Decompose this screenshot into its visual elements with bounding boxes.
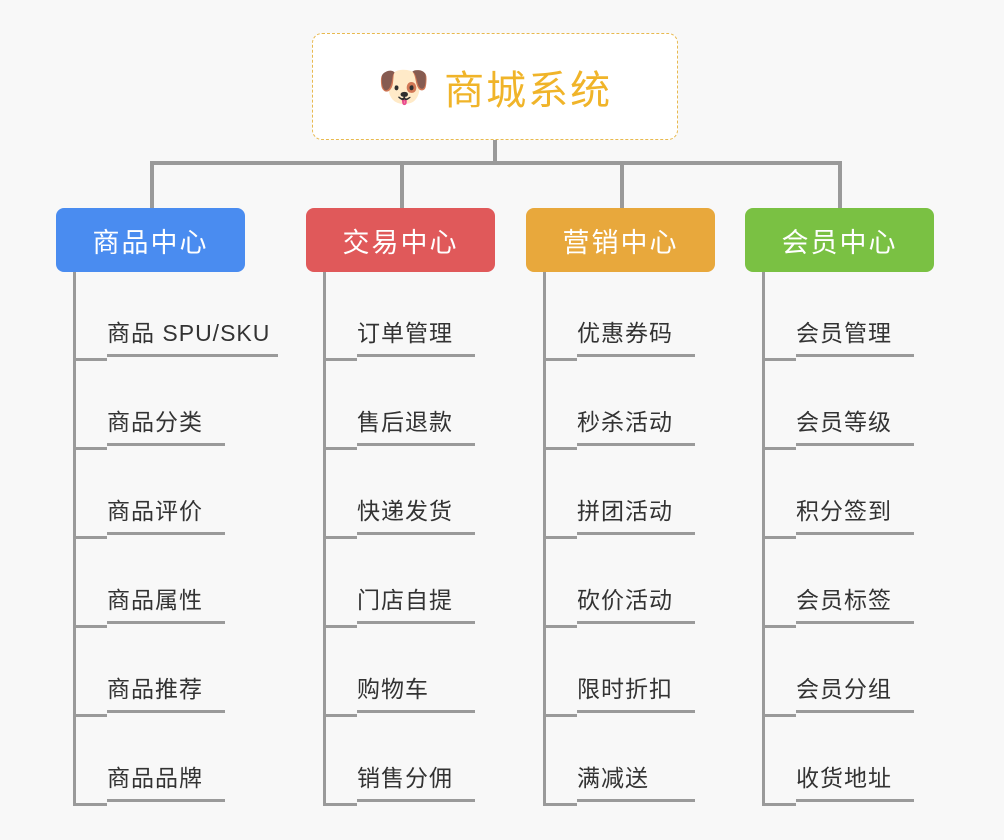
horizontal-distribution-connector	[150, 161, 840, 165]
leaf-spine-connector	[323, 272, 326, 806]
leaf-item[interactable]: 秒杀活动	[543, 361, 695, 450]
leaf-item[interactable]: 满减送	[543, 717, 695, 806]
leaf-item-label: 商品属性	[107, 581, 225, 624]
leaf-column-4: 会员管理会员等级积分签到会员标签会员分组收货地址	[762, 272, 914, 806]
branch-drop-connector-2	[400, 161, 404, 209]
leaf-spine-connector	[543, 272, 546, 806]
leaf-item[interactable]: 拼团活动	[543, 450, 695, 539]
leaf-item[interactable]: 商品评价	[73, 450, 278, 539]
category-header-label: 交易中心	[342, 227, 459, 258]
leaf-item[interactable]: 快递发货	[323, 450, 475, 539]
leaf-column-3: 优惠券码秒杀活动拼团活动砍价活动限时折扣满减送	[543, 272, 695, 806]
leaf-elbow-connector	[543, 358, 577, 361]
leaf-elbow-connector	[543, 625, 577, 628]
leaf-spine-connector	[73, 272, 76, 806]
leaf-item[interactable]: 商品 SPU/SKU	[73, 272, 279, 361]
leaf-item-label: 售后退款	[357, 403, 475, 446]
leaf-elbow-connector	[73, 358, 107, 361]
leaf-item[interactable]: 商品分类	[73, 361, 278, 450]
branch-drop-connector-3	[620, 161, 624, 209]
leaf-elbow-connector	[543, 447, 577, 450]
leaf-elbow-connector	[762, 714, 796, 717]
category-header-1[interactable]: 商品中心	[56, 208, 245, 272]
leaf-item-label: 快递发货	[357, 492, 475, 535]
leaf-item-label: 拼团活动	[577, 492, 695, 535]
leaf-elbow-connector	[323, 625, 357, 628]
leaf-item-label: 砍价活动	[577, 581, 695, 624]
root-title: 商城系统	[444, 68, 613, 113]
leaf-column-2: 订单管理售后退款快递发货门店自提购物车销售分佣	[323, 272, 475, 806]
leaf-item[interactable]: 优惠券码	[543, 272, 695, 361]
leaf-item-label: 会员标签	[796, 581, 914, 624]
leaf-item-label: 限时折扣	[577, 670, 695, 713]
leaf-elbow-connector	[323, 803, 357, 806]
category-header-3[interactable]: 营销中心	[526, 208, 715, 272]
leaf-item[interactable]: 商品品牌	[73, 717, 278, 806]
leaf-elbow-connector	[73, 714, 107, 717]
leaf-elbow-connector	[73, 447, 107, 450]
leaf-item[interactable]: 会员标签	[762, 539, 914, 628]
leaf-item[interactable]: 订单管理	[323, 272, 475, 361]
leaf-item[interactable]: 会员等级	[762, 361, 914, 450]
leaf-column-1: 商品 SPU/SKU 商品分类商品评价商品属性商品推荐商品品牌	[73, 272, 279, 806]
category-header-label: 营销中心	[562, 227, 679, 258]
dog-face-icon: 🐶	[377, 62, 431, 110]
leaf-item-label: 秒杀活动	[577, 403, 695, 446]
category-header-2[interactable]: 交易中心	[306, 208, 495, 272]
leaf-item-label: 销售分佣	[357, 759, 475, 802]
leaf-elbow-connector	[762, 358, 796, 361]
leaf-item[interactable]: 会员分组	[762, 628, 914, 717]
leaf-elbow-connector	[762, 536, 796, 539]
leaf-item[interactable]: 会员管理	[762, 272, 914, 361]
leaf-item-label: 积分签到	[796, 492, 914, 535]
leaf-item[interactable]: 售后退款	[323, 361, 475, 450]
leaf-item-label: 收货地址	[796, 759, 914, 802]
leaf-item-label: 商品 SPU/SKU	[107, 314, 279, 357]
leaf-elbow-connector	[323, 358, 357, 361]
leaf-item[interactable]: 购物车	[323, 628, 475, 717]
leaf-item[interactable]: 销售分佣	[323, 717, 475, 806]
leaf-item-label: 会员管理	[796, 314, 914, 357]
leaf-item[interactable]: 门店自提	[323, 539, 475, 628]
leaf-item-label: 门店自提	[357, 581, 475, 624]
leaf-item[interactable]: 限时折扣	[543, 628, 695, 717]
leaf-item-label: 商品分类	[107, 403, 225, 446]
category-header-4[interactable]: 会员中心	[745, 208, 934, 272]
branch-drop-connector-4	[838, 161, 842, 209]
leaf-elbow-connector	[73, 803, 107, 806]
leaf-item[interactable]: 砍价活动	[543, 539, 695, 628]
leaf-item[interactable]: 商品推荐	[73, 628, 278, 717]
leaf-item-label: 商品评价	[107, 492, 225, 535]
leaf-item[interactable]: 积分签到	[762, 450, 914, 539]
root-node[interactable]: 🐶 商城系统	[312, 33, 678, 140]
leaf-item-label: 会员等级	[796, 403, 914, 446]
leaf-item-label: 商品品牌	[107, 759, 225, 802]
leaf-elbow-connector	[73, 536, 107, 539]
leaf-item-label: 满减送	[577, 759, 695, 802]
leaf-elbow-connector	[323, 447, 357, 450]
leaf-elbow-connector	[323, 714, 357, 717]
leaf-item[interactable]: 收货地址	[762, 717, 914, 806]
leaf-elbow-connector	[762, 447, 796, 450]
leaf-elbow-connector	[762, 625, 796, 628]
leaf-elbow-connector	[323, 536, 357, 539]
leaf-item-label: 订单管理	[357, 314, 475, 357]
leaf-elbow-connector	[543, 803, 577, 806]
leaf-elbow-connector	[543, 714, 577, 717]
leaf-item-label: 购物车	[357, 670, 475, 713]
root-stem-connector	[493, 140, 497, 163]
leaf-item[interactable]: 商品属性	[73, 539, 278, 628]
leaf-item-label: 商品推荐	[107, 670, 225, 713]
leaf-elbow-connector	[543, 536, 577, 539]
leaf-item-label: 优惠券码	[577, 314, 695, 357]
category-header-label: 商品中心	[92, 227, 209, 258]
leaf-item-label: 会员分组	[796, 670, 914, 713]
category-header-label: 会员中心	[781, 227, 898, 258]
leaf-elbow-connector	[762, 803, 796, 806]
leaf-spine-connector	[762, 272, 765, 806]
branch-drop-connector-1	[150, 161, 154, 209]
leaf-elbow-connector	[73, 625, 107, 628]
